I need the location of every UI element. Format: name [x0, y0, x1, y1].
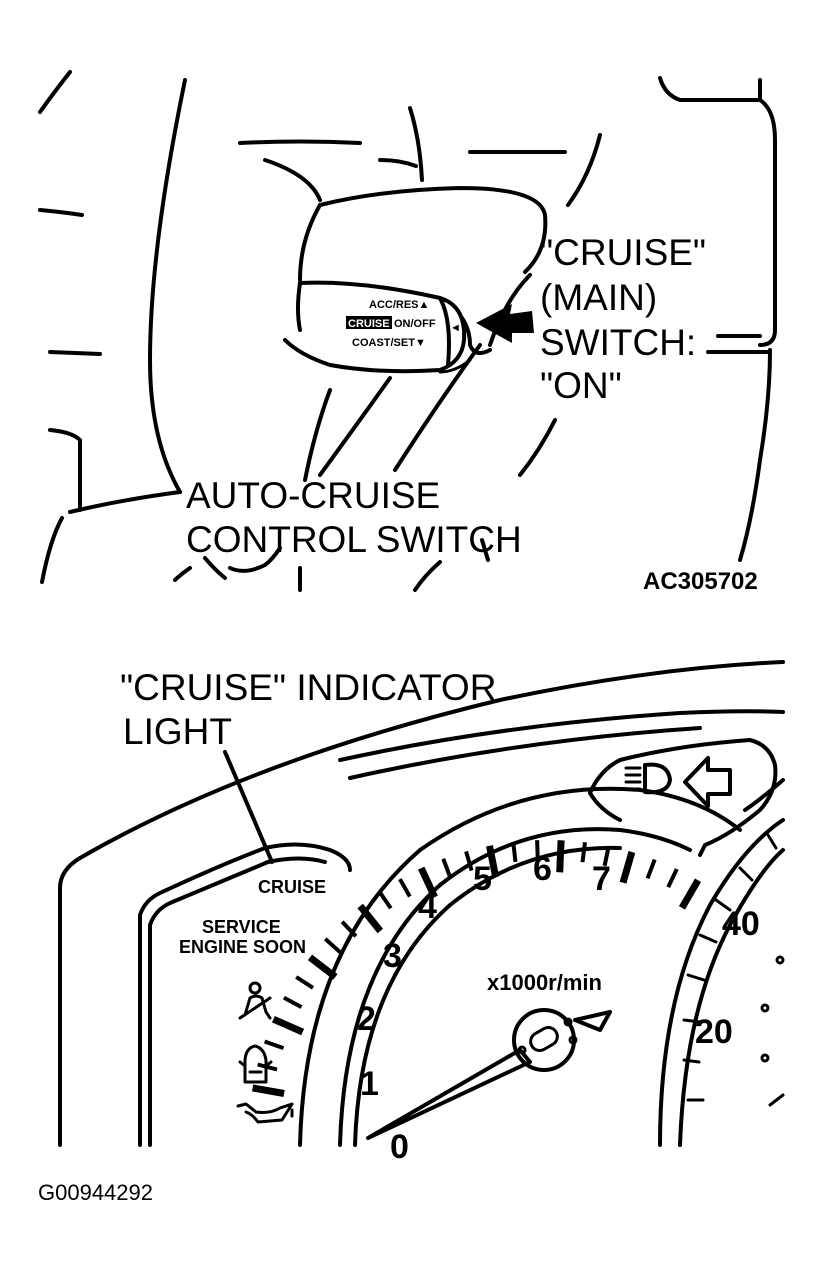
tachometer-minor-tick [398, 878, 412, 898]
main-switch-callout: "CRUISE" (MAIN) SWITCH: "ON" [488, 232, 706, 406]
tachometer-minor-tick [377, 890, 393, 910]
speedometer-number-20: 20 [695, 1013, 733, 1051]
tachometer-minor-tick [464, 850, 474, 872]
switch-on-off-label: ON/OFF [394, 318, 436, 330]
switch-coast-set-label: COAST/SET▼ [352, 337, 426, 349]
tachometer-minor-tick [535, 840, 540, 861]
tachometer-number-6: 6 [533, 850, 552, 888]
tachometer-unit-label: x1000r/min [487, 970, 602, 995]
top-figure-code: AC305702 [643, 568, 758, 595]
switch-side-arrow-mark: ◄ [450, 322, 461, 334]
tachometer-minor-tick [511, 841, 518, 863]
tachometer-number-1: 1 [360, 1065, 379, 1103]
switch-cruise-tag-label: CRUISE [348, 318, 390, 330]
tachometer-minor-tick [340, 920, 358, 938]
tachometer-minor-tick [666, 868, 679, 888]
speedometer-number-40: 40 [722, 905, 760, 943]
tachometer-minor-tick [441, 858, 453, 879]
cruise-indicator-callout: "CRUISE" INDICATOR LIGHT [120, 667, 496, 864]
control-switch-callout: AUTO-CRUISE CONTROL SWITCH [186, 475, 522, 560]
instrument-cluster-drawing [58, 660, 785, 1147]
service-engine-soon-line2: ENGINE SOON [179, 937, 306, 957]
tachometer-major-tick [271, 1015, 305, 1036]
tachometer-minor-tick [282, 995, 303, 1009]
cruise-indicator-callout-line1: "CRUISE" INDICATOR [120, 667, 496, 708]
tachometer-needle [366, 1048, 532, 1140]
main-switch-callout-line4: "ON" [540, 365, 622, 406]
cruise-control-stalk: ACC/RES▲ CRUISE ON/OFF COAST/SET▼ ◄ [283, 280, 492, 374]
tachometer-minor-tick [645, 858, 657, 880]
tachometer-tick-marks [251, 840, 702, 1097]
tachometer-major-tick [619, 851, 636, 884]
main-switch-callout-line3: SWITCH: [540, 322, 696, 363]
tachometer-minor-tick [263, 1039, 285, 1050]
door-ajar-warning-icon [238, 1044, 273, 1084]
cruise-indicator-callout-line2: LIGHT [123, 711, 232, 752]
service-engine-soon-line1: SERVICE [202, 917, 281, 937]
turn-signal-arrow-icon [683, 756, 732, 808]
tachometer-number-7: 7 [592, 860, 611, 898]
tachometer-major-tick [418, 866, 438, 899]
tachometer-minor-tick [602, 845, 611, 867]
main-switch-arrow [476, 304, 534, 343]
tachometer-major-tick [251, 1084, 285, 1097]
switch-acc-res-label: ACC/RES▲ [369, 299, 429, 311]
speedometer-gauge: 20 40 [658, 818, 785, 1147]
oil-pressure-warning-icon [236, 1102, 294, 1124]
tachometer-major-tick [486, 845, 500, 878]
cruise-tag-background [346, 316, 392, 329]
tachometer-major-tick [678, 878, 702, 910]
tachometer-number-3: 3 [383, 937, 402, 975]
tachometer-minor-tick [323, 937, 342, 954]
tachometer-number-4: 4 [418, 888, 437, 926]
tachometer-major-tick [556, 840, 565, 873]
tachometer-needle-hub [512, 1008, 576, 1072]
tachometer-minor-tick [295, 975, 315, 990]
tachometer-gauge: 0 1 2 3 4 5 6 7 x1000r/min [251, 786, 742, 1166]
tachometer-number-5: 5 [473, 860, 492, 898]
tachometer-number-0: 0 [390, 1128, 409, 1166]
tachometer-major-tick [307, 954, 338, 980]
cruise-indicator-lamp-label: CRUISE [258, 877, 326, 897]
main-switch-callout-line2: (MAIN) [540, 277, 657, 318]
bottom-figure-code: G00944292 [38, 1180, 153, 1205]
control-switch-callout-line2: CONTROL SWITCH [186, 519, 522, 560]
main-switch-callout-line1: "CRUISE" [540, 232, 706, 273]
steering-column-drawing [38, 70, 777, 592]
tachometer-minor-tick [580, 842, 587, 863]
control-switch-callout-line1: AUTO-CRUISE [186, 475, 440, 516]
tachometer-number-2: 2 [357, 1000, 376, 1038]
seatbelt-warning-icon [238, 981, 272, 1020]
tachometer-major-tick [357, 903, 384, 934]
